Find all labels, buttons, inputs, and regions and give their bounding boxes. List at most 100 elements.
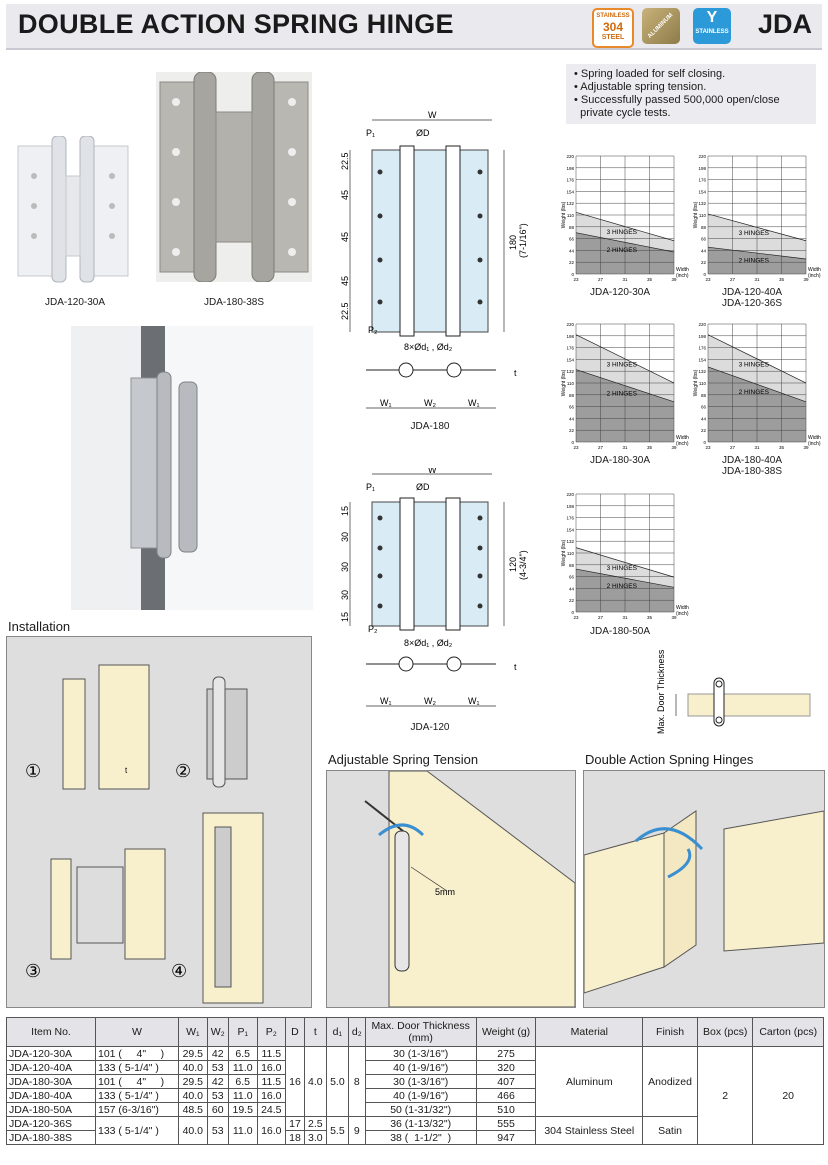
dim-w1-left: W₁: [380, 696, 392, 706]
series-line-3-hinges: [707, 334, 807, 384]
tension-panel: 5mm: [326, 770, 576, 1008]
col-d2: d₂: [347, 1017, 366, 1047]
chart-caption: JDA-120-36S: [721, 298, 783, 309]
hinge-photo-small: [17, 136, 129, 283]
y-tick-label: 44: [569, 586, 575, 591]
y-tick-label: 132: [698, 201, 706, 206]
double-action-title: Double Action Spning Hinges: [585, 752, 754, 767]
series-label-2-hinges: 2 HINGES: [739, 389, 770, 396]
x-tick-label: 31: [754, 445, 760, 450]
dim-w1-right: W₁: [468, 696, 480, 706]
x-tick-label: 39: [671, 445, 677, 450]
series-line-3-hinges: [575, 547, 675, 578]
page-title: DOUBLE ACTION SPRING HINGE: [18, 9, 454, 39]
y-axis-label: Weight (lbs): [693, 369, 699, 396]
drawing-caption-jda-180: JDA-180: [410, 421, 450, 432]
y-tick-label: 22: [701, 260, 707, 265]
series-label-2-hinges: 2 HINGES: [607, 583, 638, 590]
series-label-2-hinges: 2 HINGES: [607, 247, 638, 254]
y-tick-label: 154: [566, 357, 574, 362]
col-weight: Weight (g): [475, 1017, 537, 1047]
chart-caption: JDA-180-50A: [589, 626, 651, 637]
dim-p2: P₂: [368, 624, 378, 634]
product-code: JDA: [757, 9, 812, 39]
x-tick-label: 23: [573, 277, 579, 282]
x-tick-label: 39: [803, 445, 809, 450]
chart-caption: JDA-120-40A: [721, 287, 783, 298]
dim-left-2: 45: [340, 232, 350, 242]
hinge-photo-large: [156, 72, 312, 282]
dim-w2: W₂: [424, 398, 436, 408]
col-t: t: [303, 1017, 327, 1047]
dim-w1-right: W₁: [468, 398, 480, 408]
y-tick-label: 44: [701, 248, 707, 253]
dim-left-1: 45: [340, 190, 350, 200]
series-line-2-hinges: [575, 568, 675, 588]
y-tick-label: 0: [703, 272, 706, 277]
y-axis-label: Weight (lbs): [693, 201, 699, 228]
y-tick-label: 154: [698, 189, 706, 194]
dim-p1: P₁: [366, 128, 375, 138]
col-w1: W₁: [178, 1017, 208, 1047]
y-tick-label: 44: [569, 248, 575, 253]
double-action-panel: [583, 770, 825, 1008]
y-tick-label: 110: [699, 381, 707, 386]
drawing-caption-jda-120: JDA-120: [410, 722, 450, 733]
y-tick-label: 154: [566, 527, 574, 532]
x-tick-label: 23: [705, 445, 711, 450]
x-tick-label: 39: [803, 277, 809, 282]
dim-d: ØD: [416, 128, 430, 138]
y-tick-label: 22: [569, 260, 575, 265]
installation-panel: ① ② ③ ④ t: [6, 636, 312, 1008]
dim-left-3: 30: [340, 590, 350, 600]
y-tick-label: 176: [566, 178, 574, 183]
y-tick-label: 220: [566, 492, 574, 497]
y-tick-label: 0: [571, 440, 574, 445]
series-label-3-hinges: 3 HINGES: [607, 229, 638, 236]
installation-title: Installation: [8, 619, 71, 634]
series-label-3-hinges: 3 HINGES: [739, 361, 770, 368]
y-tick-label: 66: [569, 405, 575, 410]
photo-caption-small: JDA-120-30A: [44, 297, 106, 308]
col-door-thickness: Max. Door Thickness (mm): [364, 1017, 477, 1047]
y-tick-label: 88: [701, 225, 707, 230]
x-tick-label: 27: [598, 277, 604, 282]
y-axis-label: Weight (lbs): [561, 201, 567, 228]
x-tick-label: 35: [779, 277, 785, 282]
y-tick-label: 198: [566, 166, 574, 171]
series-line-2-hinges: [707, 246, 807, 260]
series-label-2-hinges: 2 HINGES: [607, 390, 638, 397]
feature-item: private cycle tests.: [574, 107, 671, 119]
header-bar: [6, 4, 822, 50]
dim-t: t: [514, 662, 517, 672]
holes-label: 8×Ød₁ , Ød₂: [404, 342, 453, 352]
y-axis-label: Weight (lbs): [561, 369, 567, 396]
x-axis-unit: (inch): [676, 273, 689, 279]
x-tick-label: 27: [730, 445, 736, 450]
series-label-3-hinges: 3 HINGES: [607, 361, 638, 368]
x-tick-label: 35: [779, 445, 785, 450]
y-tick-label: 44: [569, 416, 575, 421]
thickness-t: t: [125, 766, 128, 775]
col-item: Item No.: [6, 1017, 96, 1047]
series-line-3-hinges: [575, 211, 675, 242]
dim-left-0: 22.5: [340, 152, 350, 170]
y-tick-label: 176: [698, 346, 706, 351]
x-axis-unit: (inch): [808, 273, 821, 279]
installed-hinge-photo: [71, 326, 313, 610]
door-thickness-label: Max. Door Thickness: [656, 649, 666, 734]
tension-title: Adjustable Spring Tension: [328, 752, 479, 767]
y-tick-label: 198: [566, 334, 574, 339]
y-tick-label: 88: [569, 563, 575, 568]
dim-height-inch: (4-3/4"): [518, 550, 528, 580]
x-tick-label: 23: [573, 615, 579, 620]
y-tick-label: 66: [701, 237, 707, 242]
step-4: ④: [171, 961, 187, 981]
feature-item: • Adjustable spring tension.: [574, 81, 707, 93]
y-tick-label: 66: [569, 575, 575, 580]
feature-item: • Spring loaded for self closing.: [574, 68, 726, 80]
y-tick-label: 110: [567, 213, 575, 218]
